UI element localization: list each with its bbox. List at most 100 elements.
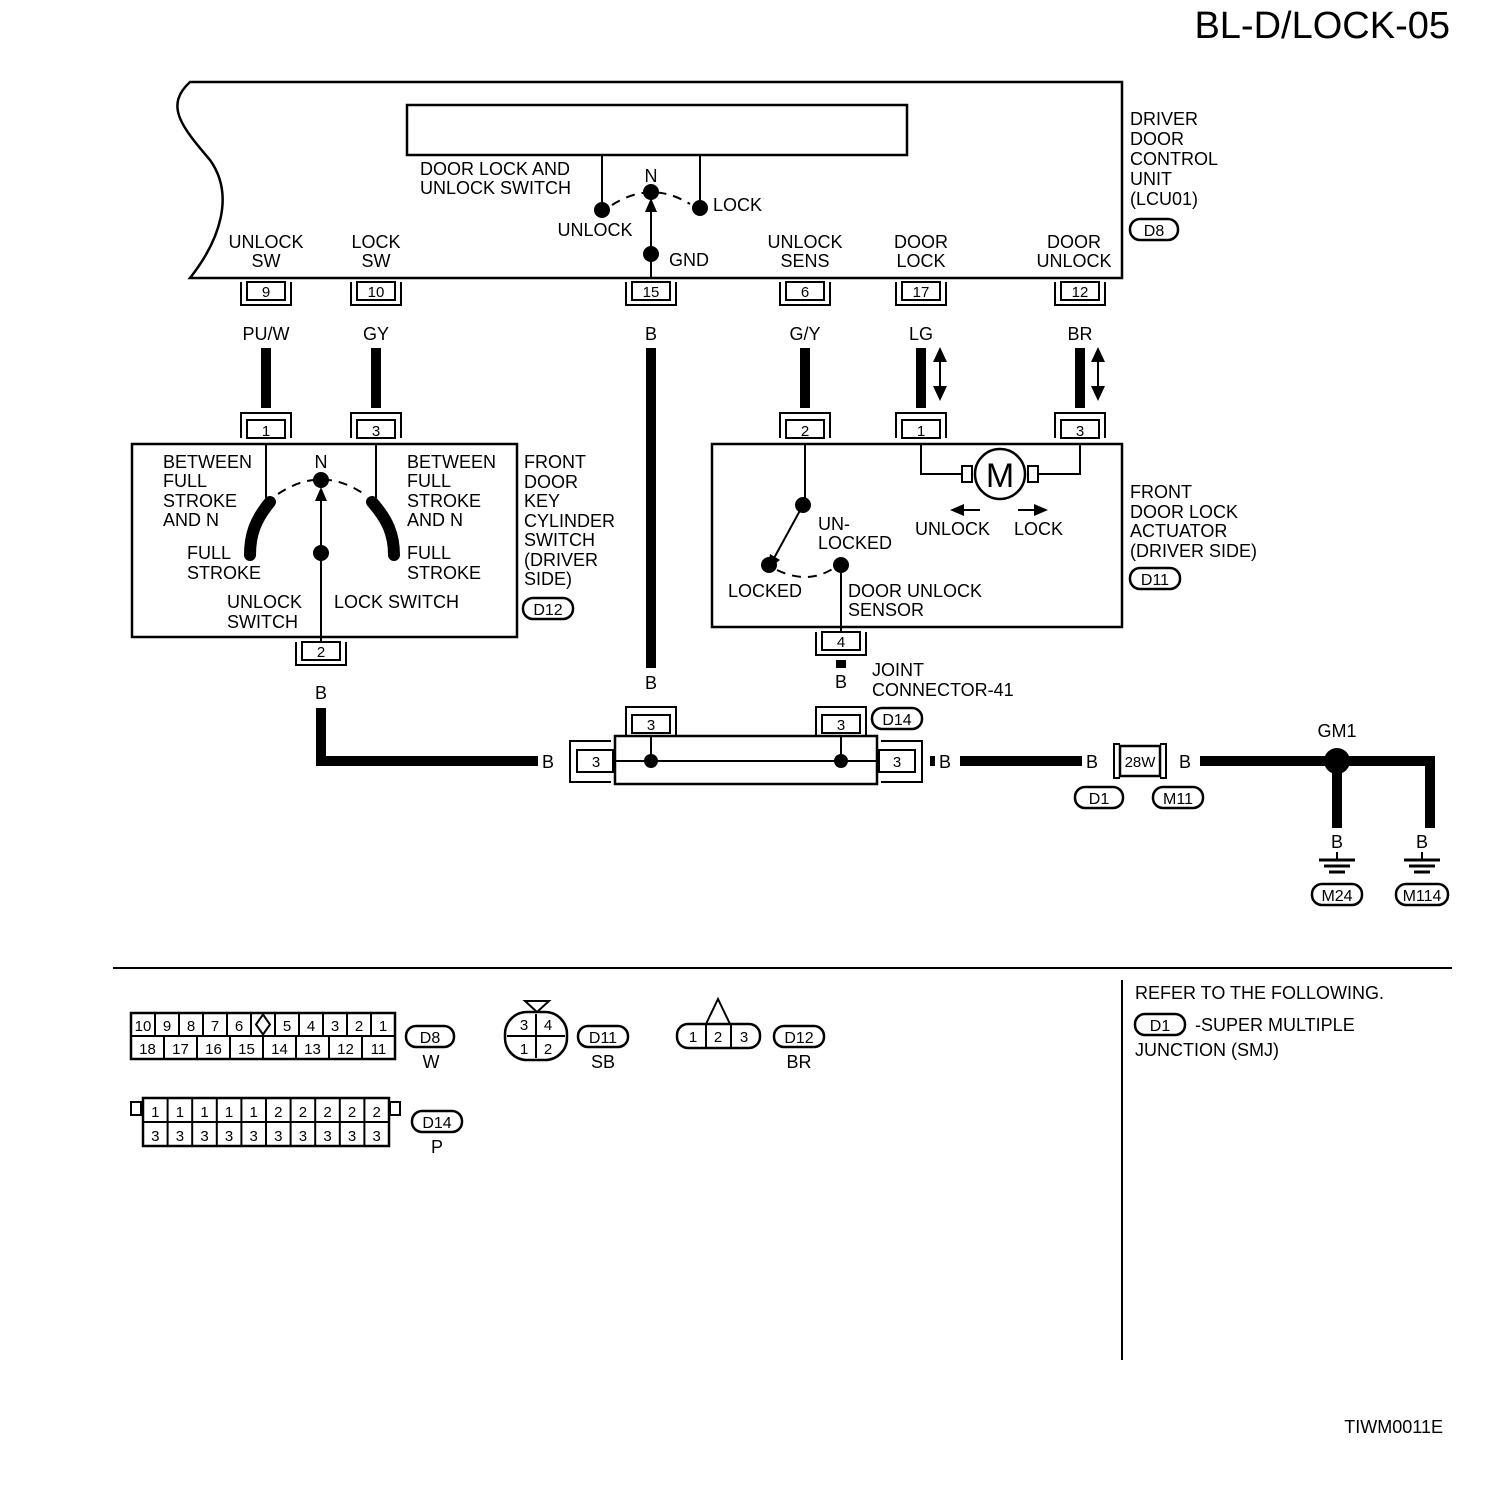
smj-connector-m11: M11 [1163, 791, 1193, 808]
lcu-terminal-label-17a: DOOR [894, 232, 948, 252]
lcu-pin-12-label: 12 [1072, 284, 1089, 301]
refer-line-1: -SUPER MULTIPLE [1195, 1015, 1355, 1035]
actuator-name-2: DOOR LOCK [1130, 502, 1238, 522]
connector-pin: 8 [187, 1018, 195, 1035]
lcu-terminal-label-17b: LOCK [896, 251, 945, 271]
key-switch-right-1: BETWEEN [407, 452, 496, 472]
connector-view-d11: 3 4 1 2 D11 SB [503, 1000, 630, 1072]
joint-pin-top-right: 3 [837, 717, 845, 734]
connector-pin: 3 [151, 1128, 159, 1145]
refer-line-2: JUNCTION (SMJ) [1135, 1040, 1279, 1060]
smj-connector-d1: D1 [1089, 791, 1110, 808]
lcu-pin-6-label: 6 [801, 284, 809, 301]
key-switch-full-right-2: STROKE [407, 563, 481, 583]
lcu-pin-6: 6 [779, 281, 831, 306]
smj-pin-28w: 28W [1125, 754, 1157, 771]
lcu-unlock-label: UNLOCK [557, 220, 632, 240]
d12-view-color: BR [786, 1052, 811, 1072]
connector-pin: 12 [337, 1041, 354, 1058]
key-switch-name-4: CYLINDER [524, 511, 615, 531]
connector-pin: 5 [283, 1018, 291, 1035]
reference-note: REFER TO THE FOLLOWING. D1 -SUPER MULTIP… [1133, 983, 1384, 1060]
d12-pin-1: 1 [689, 1029, 697, 1046]
wire-color-g-y: G/Y [789, 324, 820, 344]
lcu-name-line-2: DOOR [1130, 129, 1184, 149]
key-switch-pin-2: 2 [317, 644, 325, 661]
figure-code: TIWM0011E [1344, 1417, 1443, 1437]
actuator-sensor-1: DOOR UNLOCK [848, 581, 982, 601]
connector-pin: 3 [348, 1128, 356, 1145]
joint-name-2: CONNECTOR-41 [872, 680, 1014, 700]
connector-pin: 3 [200, 1128, 208, 1145]
joint-connector: B 3 3 3 3 B B JOINT CONNECTOR-41 D14 [542, 660, 1014, 786]
connector-pin: 3 [274, 1128, 282, 1145]
connector-pin: 9 [163, 1018, 171, 1035]
key-switch-n-label: N [315, 452, 328, 472]
connector-pin: 1 [200, 1104, 208, 1121]
ground-badge-m24 [1310, 882, 1364, 907]
connector-pin: 13 [304, 1041, 321, 1058]
door-lock-actuator: 2 1 3 M UNLOCK LOCK UN- LOCKED LOCKED DO… [710, 412, 1124, 692]
joint-pin-top-left: 3 [647, 717, 655, 734]
lcu-connector-id: D8 [1144, 223, 1165, 240]
connector-pin: 1 [176, 1104, 184, 1121]
connector-pin: 2 [323, 1104, 331, 1121]
wire-color-b-actuator: B [835, 672, 847, 692]
d11-pin-4: 4 [544, 1017, 552, 1034]
lcu-n-label: N [645, 166, 658, 186]
d12-view-id: D12 [784, 1030, 813, 1047]
connector-pin: 3 [323, 1128, 331, 1145]
joint-name-1: JOINT [872, 660, 924, 680]
joint-pin-right: 3 [893, 754, 901, 771]
connector-pin: 17 [172, 1041, 189, 1058]
key-switch-left-3: STROKE [163, 491, 237, 511]
lcu-name-line-5: (LCU01) [1130, 189, 1198, 209]
key-switch-connector-id: D12 [533, 602, 562, 619]
connector-pin: 2 [348, 1104, 356, 1121]
actuator-lock-label: LOCK [1014, 519, 1063, 539]
lcu-pins: 9 10 15 6 17 12 [240, 281, 1106, 306]
wire-color-lg: LG [909, 324, 933, 344]
lcu-gnd-label: GND [669, 250, 709, 270]
wire-color-pu-w: PU/W [243, 324, 290, 344]
key-switch-right-2: FULL [407, 471, 451, 491]
ground-badge-m114 [1394, 882, 1450, 907]
key-switch-name-5: SWITCH [524, 530, 595, 550]
d8-view-color: W [423, 1052, 440, 1072]
lcu-terminal-label-10b: SW [362, 251, 391, 271]
wire-color-b-m114: B [1416, 832, 1428, 852]
lcu-pin-10: 10 [350, 281, 402, 306]
key-switch-name-7: SIDE) [524, 569, 572, 589]
ground-circuit: B 28W B D1 M11 GM1 B M24 B M114 [1073, 721, 1450, 907]
actuator-pin-2: 2 [801, 423, 809, 440]
actuator-unlocked-1: UN- [818, 514, 850, 534]
key-switch-full-left-2: STROKE [187, 563, 261, 583]
lcu-connector-badge [1128, 217, 1180, 242]
key-switch-left-1: BETWEEN [163, 452, 252, 472]
lcu-pin-9: 9 [240, 281, 292, 306]
connector-pin: 14 [271, 1041, 288, 1058]
key-switch-name-1: FRONT [524, 452, 586, 472]
wire-color-gy: GY [363, 324, 389, 344]
connector-pin: 4 [307, 1018, 315, 1035]
connector-pin: 3 [176, 1128, 184, 1145]
lcu-terminal-label-6a: UNLOCK [767, 232, 842, 252]
key-switch-lock-switch: LOCK SWITCH [334, 592, 459, 612]
smj-connector-badge-m11 [1151, 785, 1205, 810]
actuator-motor-label: M [986, 457, 1014, 495]
joint-connector-id: D14 [882, 712, 911, 729]
key-cylinder-switch: 1 3 N BETWEEN FULL STROKE AND N BETWEEN … [130, 412, 519, 703]
key-switch-pin-3: 3 [372, 423, 380, 440]
wire-color-b-smj-right: B [1179, 752, 1191, 772]
lcu-internal-block [405, 103, 909, 157]
lcu-name-line-1: DRIVER [1130, 109, 1198, 129]
key-switch-name-3: KEY [524, 491, 560, 511]
connector-pin: 3 [299, 1128, 307, 1145]
lcu-n-contact [643, 184, 659, 200]
key-switch-left-4: AND N [163, 510, 219, 530]
connector-view-d12: 1 2 3 D12 BR [675, 996, 826, 1072]
